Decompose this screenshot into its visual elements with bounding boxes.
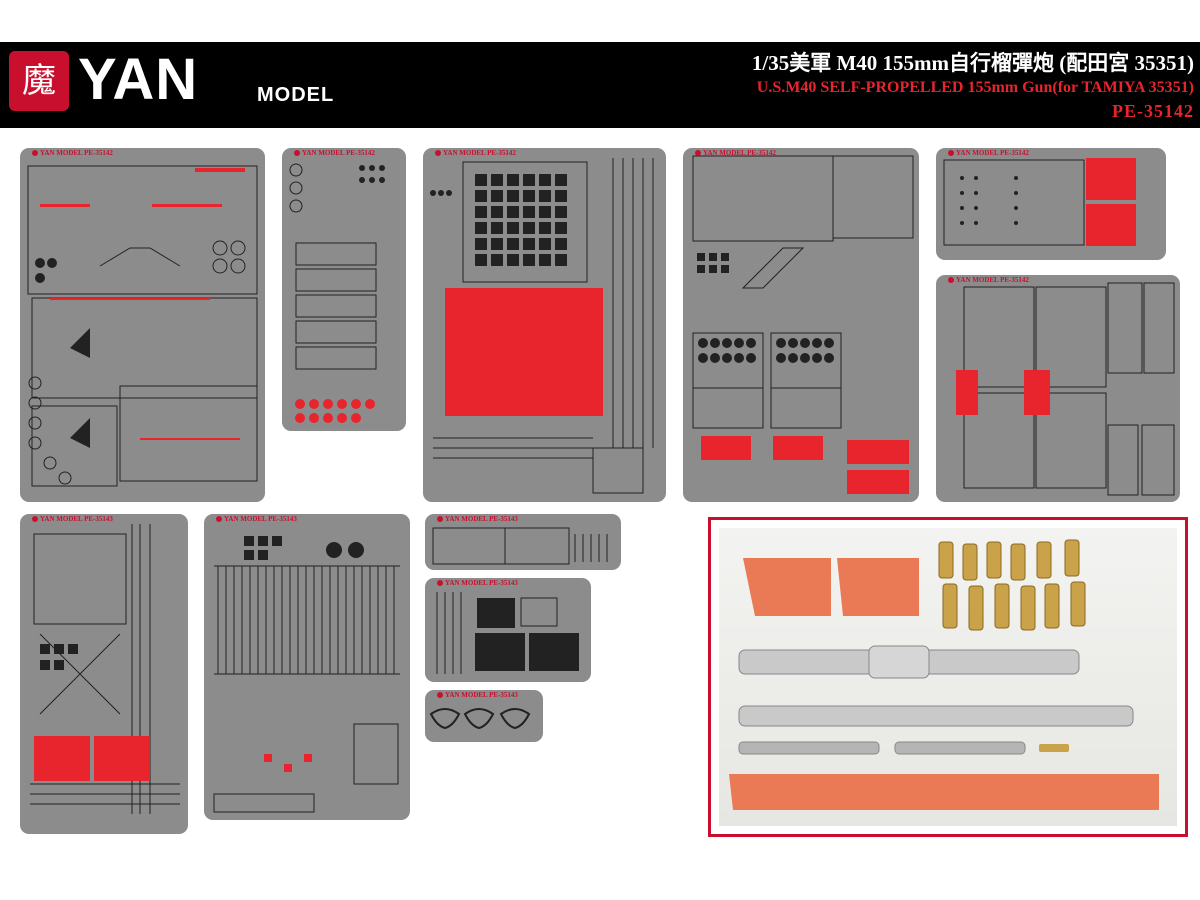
fret-sheet: YAN MODEL PE-35143 [425,514,621,570]
brand-name: YAN [78,47,199,112]
sheet-label-text: YAN MODEL PE-35143 [445,691,518,699]
sheet-label: YAN MODEL PE-35143 [437,515,518,523]
fret-parts-drawing [30,524,180,814]
fret-parts-drawing [432,527,608,565]
aluminum-gun-barrel [738,645,1134,755]
fret-parts-drawing [692,155,914,494]
fret-sheet: YAN MODEL PE-35143 [20,514,188,834]
fret-sheet: YAN MODEL PE-35143 [204,514,410,820]
mesh-panel [445,288,603,416]
fret-parts-drawing [27,165,258,487]
fret-parts-drawing [943,158,1136,246]
sheet-label-text: YAN MODEL PE-35142 [956,149,1029,157]
fret-parts-drawing [436,592,579,674]
fret-parts-drawing [289,163,385,423]
fret-sheet: YAN MODEL PE-35143 [425,578,591,682]
kit-contents-illustration [729,539,1159,810]
sheet-label: YAN MODEL PE-35143 [437,579,518,587]
sheet-label-text: YAN MODEL PE-35142 [956,276,1029,284]
sheet-label-text: YAN MODEL PE-35143 [445,515,518,523]
fret-sheet: YAN MODEL PE-35142 [936,275,1180,502]
fret-sheet: YAN MODEL PE-35142 [20,148,265,502]
fret-sheet: YAN MODEL PE-35142 [936,148,1166,260]
resin-part [743,558,831,616]
fret-parts-drawing [213,536,400,813]
product-title-english: U.S.M40 SELF-PROPELLED 155mm Gun(for TAM… [756,79,1194,96]
sheet-label: YAN MODEL PE-35142 [948,276,1029,284]
brand-subtitle: MODEL [257,84,335,106]
sheet-label-text: YAN MODEL PE-35143 [40,515,113,523]
fret-parts-drawing [430,158,654,494]
fret-sheet: YAN MODEL PE-35142 [423,148,666,502]
sheet-label-text: YAN MODEL PE-35142 [302,149,375,157]
sheet-label-text: YAN MODEL PE-35142 [40,149,113,157]
brass-shell-casings [938,539,1086,631]
fret-sheet: YAN MODEL PE-35142 [282,148,406,431]
sheet-label: YAN MODEL PE-35142 [32,149,113,157]
product-photo-background [719,528,1177,826]
resin-track-part [729,774,1159,810]
fret-sheet: YAN MODEL PE-35142 [683,148,919,502]
product-photo [708,517,1188,837]
fret-parts-drawing [429,708,531,730]
sheet-label-text: YAN MODEL PE-35143 [224,515,297,523]
product-code: PE-35142 [1112,101,1194,121]
resin-part [837,558,919,616]
sheet-label: YAN MODEL PE-35142 [695,149,776,157]
header-bar [0,42,1200,128]
sheet-label-text: YAN MODEL PE-35142 [703,149,776,157]
sheet-label: YAN MODEL PE-35143 [32,515,113,523]
sheet-label: YAN MODEL PE-35142 [948,149,1029,157]
sheet-label: YAN MODEL PE-35142 [435,149,516,157]
sheet-label: YAN MODEL PE-35142 [294,149,375,157]
fret-parts-drawing [956,282,1175,496]
fret-sheet: YAN MODEL PE-35143 [425,690,543,742]
brand-seal-logo: 魔 [9,51,69,111]
sheet-label: YAN MODEL PE-35143 [216,515,297,523]
sheet-label: YAN MODEL PE-35143 [437,691,518,699]
sheet-label-text: YAN MODEL PE-35143 [445,579,518,587]
sheet-label-text: YAN MODEL PE-35142 [443,149,516,157]
product-title-chinese: 1/35美軍 M40 155mm自行榴彈炮 (配田宮 35351) [751,51,1194,75]
